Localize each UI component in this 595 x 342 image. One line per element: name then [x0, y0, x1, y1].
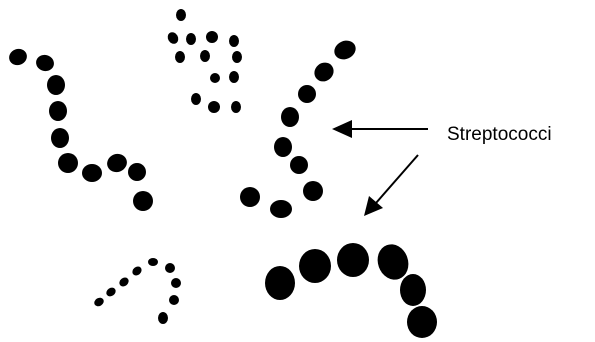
coccus: [165, 263, 175, 273]
coccus: [9, 48, 27, 66]
coccus: [82, 164, 102, 182]
coccus: [47, 75, 65, 95]
coccus: [175, 51, 185, 63]
coccus: [314, 62, 334, 82]
coccus: [158, 312, 168, 324]
cocci-chain-middle: [240, 40, 356, 218]
coccus: [299, 249, 331, 283]
coccus: [303, 181, 323, 201]
coccus: [208, 101, 220, 113]
coccus: [186, 33, 196, 45]
coccus: [290, 156, 308, 174]
coccus: [107, 153, 127, 173]
coccus: [229, 71, 239, 83]
coccus: [51, 128, 69, 148]
cocci-chain-bottom-large: [265, 243, 437, 338]
coccus: [298, 85, 316, 103]
coccus: [377, 244, 409, 280]
coccus: [200, 50, 210, 62]
coccus: [231, 101, 241, 113]
coccus: [274, 137, 292, 157]
coccus: [167, 32, 179, 44]
coccus: [133, 191, 153, 211]
coccus: [49, 101, 67, 121]
coccus: [210, 73, 220, 83]
coccus: [281, 107, 299, 127]
pointer-arrow-to-middle-chain: [332, 120, 428, 138]
coccus: [337, 243, 369, 277]
coccus: [400, 274, 426, 306]
coccus: [206, 31, 218, 43]
coccus: [232, 51, 242, 63]
coccus: [58, 153, 78, 173]
coccus: [148, 258, 158, 266]
coccus: [36, 54, 54, 72]
coccus: [128, 163, 146, 181]
streptococci-label: Streptococci: [447, 124, 552, 145]
coccus: [171, 278, 181, 288]
coccus: [94, 297, 104, 307]
coccus: [265, 266, 295, 300]
cocci-chain-left: [9, 48, 153, 211]
coccus: [119, 277, 129, 287]
coccus: [270, 200, 292, 218]
coccus: [191, 93, 201, 105]
coccus: [229, 35, 239, 47]
coccus: [106, 287, 116, 297]
pointer-arrow-to-bottom-chain: [364, 154, 419, 216]
cocci-chain-bottom-left: [94, 258, 181, 324]
cocci-chain-top: [167, 9, 242, 113]
coccus: [407, 306, 437, 338]
coccus: [240, 187, 260, 207]
coccus: [176, 9, 186, 21]
coccus: [132, 266, 142, 276]
coccus: [334, 40, 356, 60]
coccus: [169, 295, 179, 305]
